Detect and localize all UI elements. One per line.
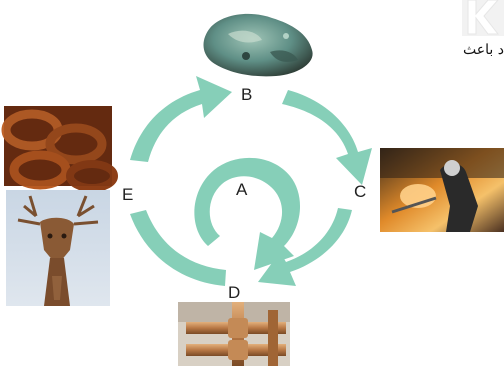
stage-label-d: D xyxy=(228,283,241,302)
stage-label-e: E xyxy=(122,185,134,204)
corner-logo-fragment xyxy=(462,0,504,36)
foundry-worker-photo xyxy=(380,148,504,232)
arrow-b-to-c xyxy=(282,90,372,185)
stage-label-c: C xyxy=(354,182,367,201)
arrow-c-to-d xyxy=(258,208,352,286)
copper-pipes-photo xyxy=(178,302,290,366)
rusted-chain-photo xyxy=(1,106,118,192)
arrow-e-to-b xyxy=(130,76,232,162)
stage-label-a: A xyxy=(236,180,248,199)
arrow-d-to-e xyxy=(130,210,226,286)
ore-rock-photo xyxy=(203,13,313,77)
copper-deer-statue-photo xyxy=(6,190,110,306)
persian-text-fragment: د باعث xyxy=(463,42,504,58)
cycle-arrows xyxy=(130,76,372,286)
stage-label-b: B xyxy=(241,85,253,104)
arrow-inner-loop-a xyxy=(194,157,301,270)
